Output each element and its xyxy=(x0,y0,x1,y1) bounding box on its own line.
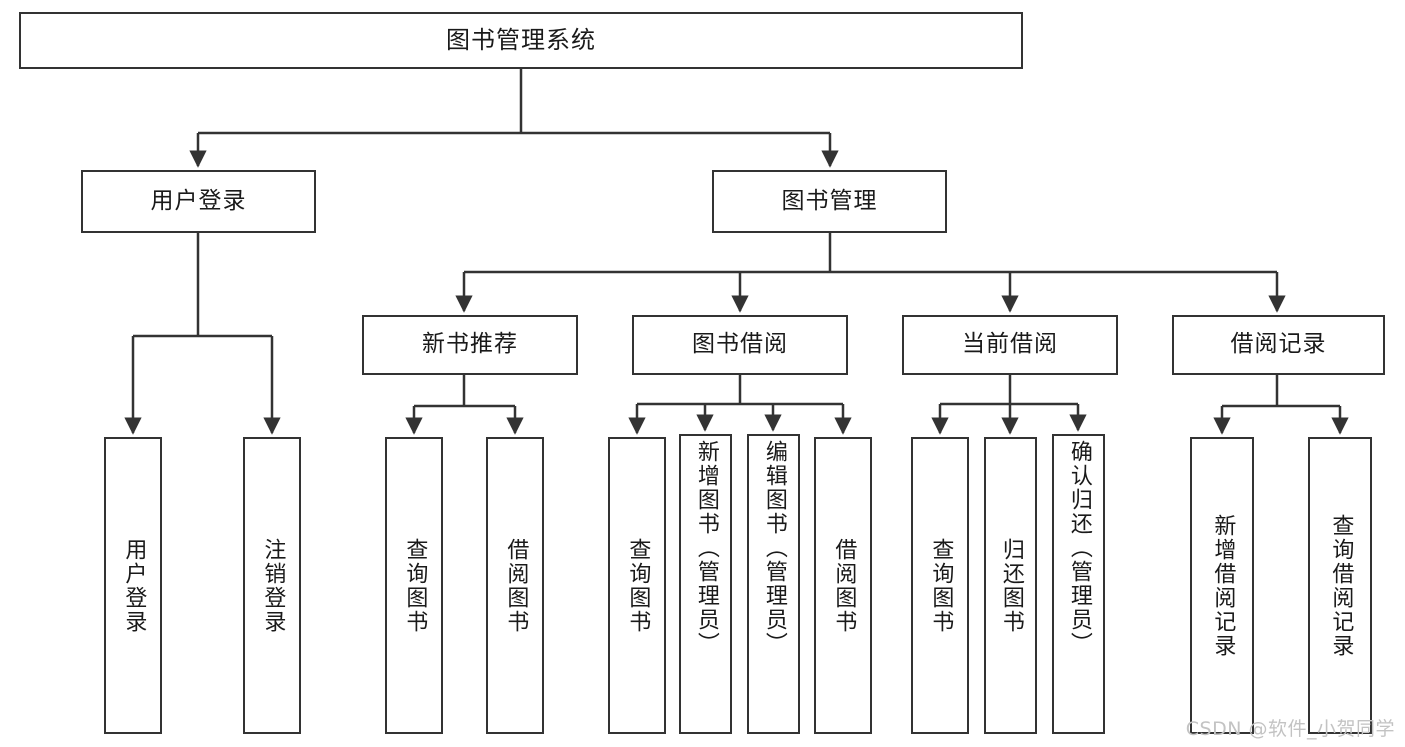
node-label: 确认归还（管理员） xyxy=(1066,440,1092,656)
node-root-system[interactable]: 图书管理系统 xyxy=(19,12,1023,69)
leaf-new-book-borrow[interactable]: 借阅图书 xyxy=(486,437,544,734)
node-user-login[interactable]: 用户登录 xyxy=(81,170,316,233)
node-current-borrow[interactable]: 当前借阅 xyxy=(902,315,1118,375)
node-label: 借阅图书 xyxy=(831,537,857,634)
leaf-book-borrow-query[interactable]: 查询图书 xyxy=(608,437,666,734)
node-label: 编辑图书（管理员） xyxy=(761,440,787,656)
leaf-new-book-query[interactable]: 查询图书 xyxy=(385,437,443,734)
leaf-book-borrow-edit[interactable]: 编辑图书（管理员） xyxy=(747,434,800,734)
node-label: 查询图书 xyxy=(402,537,428,634)
node-label: 新书推荐 xyxy=(422,331,518,358)
node-label: 借阅图书 xyxy=(503,537,529,634)
node-label: 新增借阅记录 xyxy=(1210,513,1236,658)
node-label: 图书管理 xyxy=(781,187,878,214)
node-borrow-record[interactable]: 借阅记录 xyxy=(1172,315,1385,375)
leaf-user-login-login[interactable]: 用户登录 xyxy=(104,437,162,734)
node-label: 查询图书 xyxy=(625,537,651,634)
leaf-borrow-record-query[interactable]: 查询借阅记录 xyxy=(1308,437,1372,734)
node-label: 图书借阅 xyxy=(692,331,788,358)
leaf-user-login-logout[interactable]: 注销登录 xyxy=(243,437,301,734)
node-label: 用户登录 xyxy=(150,187,247,214)
node-label: 图书管理系统 xyxy=(446,26,596,55)
node-label: 借阅记录 xyxy=(1230,331,1327,358)
node-label: 注销登录 xyxy=(260,537,286,634)
leaf-borrow-record-add[interactable]: 新增借阅记录 xyxy=(1190,437,1254,734)
node-label: 当前借阅 xyxy=(962,331,1058,358)
node-label: 归还图书 xyxy=(998,537,1024,634)
leaf-book-borrow-lend[interactable]: 借阅图书 xyxy=(814,437,872,734)
node-label: 新增图书（管理员） xyxy=(693,440,719,656)
node-label: 用户登录 xyxy=(121,537,147,634)
node-book-borrow[interactable]: 图书借阅 xyxy=(632,315,848,375)
leaf-current-borrow-return[interactable]: 归还图书 xyxy=(984,437,1037,734)
node-label: 查询借阅记录 xyxy=(1328,513,1354,658)
node-new-book-recommend[interactable]: 新书推荐 xyxy=(362,315,578,375)
node-label: 查询图书 xyxy=(928,537,954,634)
csdn-watermark: CSDN @软件_小贺同学 xyxy=(1185,718,1395,740)
leaf-current-borrow-query[interactable]: 查询图书 xyxy=(911,437,969,734)
node-book-management[interactable]: 图书管理 xyxy=(712,170,947,233)
leaf-current-borrow-confirm[interactable]: 确认归还（管理员） xyxy=(1052,434,1105,734)
leaf-book-borrow-add[interactable]: 新增图书（管理员） xyxy=(679,434,732,734)
